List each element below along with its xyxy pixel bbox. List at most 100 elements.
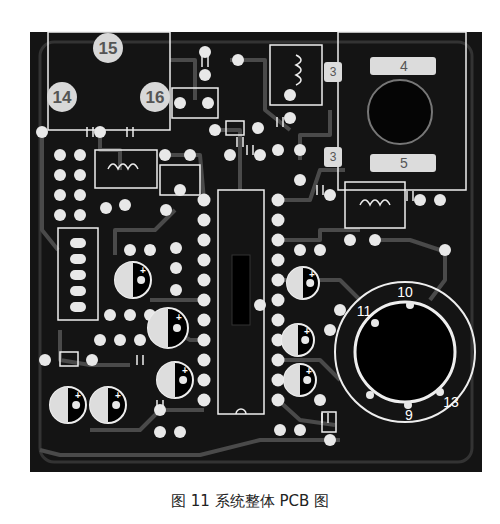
solder-pad [54, 189, 66, 201]
electrolytic-capacitor [148, 308, 188, 348]
solder-pad [144, 244, 156, 256]
capacitor-symbol [126, 127, 128, 137]
solder-pad [202, 97, 214, 109]
capacitor-symbol [236, 137, 238, 147]
solder-pad [170, 284, 182, 296]
capacitor-polarity-band [287, 267, 303, 299]
ic-pin-pad [198, 234, 211, 247]
ic-pin-pad [272, 214, 285, 227]
pad-number: 14 [53, 89, 72, 106]
electrolytic-capacitor [282, 324, 314, 356]
solder-pad [104, 309, 116, 321]
mount-pad [93, 33, 123, 63]
ic-pin-pad [272, 314, 285, 327]
capacitor-symbol [136, 355, 138, 365]
solder-pad [86, 354, 98, 366]
ic-pin-pad [272, 274, 285, 287]
solder-pad [199, 69, 211, 81]
coil-outline [345, 182, 405, 228]
capacitor-symbol [246, 145, 248, 155]
pad-number: 10 [397, 285, 413, 299]
solder-pad [324, 189, 336, 201]
buzzer-pad [436, 388, 444, 396]
buzzer-pad [366, 391, 374, 399]
pad-number: 5 [400, 156, 408, 170]
electrolytic-capacitor [115, 262, 151, 298]
solder-pad [174, 426, 186, 438]
solder-pad [224, 149, 236, 161]
jumper-outline [172, 88, 218, 118]
capacitor-symbol [142, 355, 144, 365]
solder-pad [274, 424, 286, 436]
solder-pad [160, 204, 172, 216]
capacitor-symbol [207, 57, 209, 67]
connector-pad [70, 254, 86, 264]
capacitor-symbol [162, 400, 164, 410]
ic-notch [236, 409, 246, 414]
solder-pad [232, 54, 244, 66]
coil-symbol [360, 200, 390, 205]
capacitor-symbol [152, 245, 154, 255]
button-outline [338, 32, 466, 190]
capacitor-polarity-band [282, 324, 298, 356]
solder-pad [124, 244, 136, 256]
capacitor-symbol [406, 191, 408, 201]
capacitor-symbol [282, 117, 284, 127]
ic-pin-pad [198, 294, 211, 307]
capacitor-pad [303, 376, 311, 384]
polarity-mark: + [304, 327, 310, 337]
ic-pin-pad [272, 294, 285, 307]
resistor-outline [322, 412, 336, 432]
buzzer-body [355, 302, 455, 402]
ic-pin-pad [198, 354, 211, 367]
solder-pad [284, 89, 296, 101]
transistor-outline [160, 165, 200, 195]
solder-pad [154, 426, 166, 438]
pad-number: 13 [443, 395, 459, 409]
solder-pad [74, 209, 86, 221]
solder-pad [39, 354, 51, 366]
solder-pad [94, 334, 106, 346]
capacitor-symbol [242, 137, 244, 147]
resistor-outline [60, 352, 78, 366]
ic-pin-pad [272, 234, 285, 247]
solder-pad [114, 334, 126, 346]
capacitor-pad [179, 376, 187, 384]
mount-pad [140, 82, 170, 112]
pcb-board [30, 32, 482, 472]
connector-outline [58, 228, 98, 320]
capacitor-symbol [276, 117, 278, 127]
pad-number: 3 [330, 151, 337, 163]
solder-pad [199, 46, 211, 58]
pad-number: 16 [146, 89, 165, 106]
solder-pad [74, 169, 86, 181]
capacitor-pad [72, 401, 80, 409]
solder-pad [119, 199, 131, 211]
coil-outline [270, 45, 322, 105]
buzzer-pad [371, 319, 379, 327]
solder-pad [294, 174, 306, 186]
connector-pad [70, 302, 86, 312]
electrolytic-capacitor [50, 387, 86, 423]
ic-pin-pad [198, 314, 211, 327]
solder-pad [284, 112, 296, 124]
capacitor-polarity-band [148, 308, 168, 348]
solder-pad [254, 149, 266, 161]
capacitor-symbol [322, 185, 324, 195]
solder-pad [209, 124, 221, 136]
coil-symbol [296, 55, 301, 85]
capacitor-pad [173, 324, 181, 332]
button-pad [324, 62, 342, 82]
ic-pin-pad [198, 254, 211, 267]
mount-pad [47, 82, 77, 112]
solder-pad [252, 122, 264, 134]
figure-caption: 图 11 系统整体 PCB 图 [0, 492, 500, 511]
capacitor-symbol [316, 185, 318, 195]
polarity-mark: + [182, 366, 188, 376]
polarity-mark: + [306, 367, 312, 377]
ic-pin-pad [198, 214, 211, 227]
polarity-mark: + [115, 391, 121, 401]
pad-number: 4 [400, 59, 408, 73]
